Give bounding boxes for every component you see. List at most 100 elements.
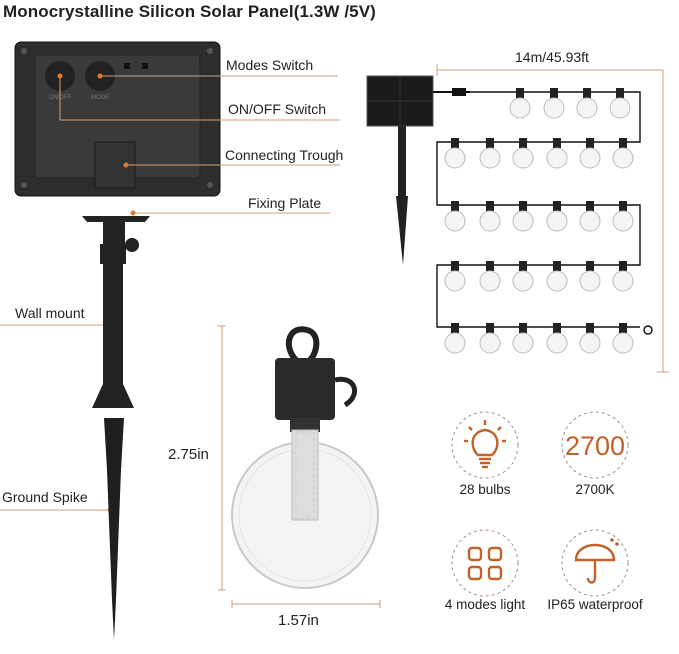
bulb-cap [619,138,627,148]
string-wire [436,91,653,335]
bulb-cap [616,88,624,98]
callout-on-off-switch: ON/OFF Switch [228,101,327,117]
bulb-cap [553,261,561,271]
bulb-globe [612,332,634,354]
bulb-globe [543,97,565,119]
bulb-globe [579,332,601,354]
string-bulb [579,201,601,232]
string-bulb [612,323,634,354]
callout-lines [0,75,340,511]
bulb-globe [612,147,634,169]
string-bulb [612,138,634,169]
string-bulb [509,88,531,119]
bulb-cap [516,88,524,98]
callout-ground-spike: Ground Spike [2,489,88,505]
string-bulb [479,201,501,232]
bulb-cap [553,201,561,211]
callout-connecting-trough: Connecting Trough [225,147,344,163]
bulb-cap [586,323,594,333]
string-bulb [612,261,634,292]
mode-button-label: MODE [91,95,109,101]
feature-circles [451,411,629,597]
bulb-globe [546,332,568,354]
bulb-cap [619,201,627,211]
bulb-cap [619,261,627,271]
feature-color-label: 2700K [575,482,615,497]
string-bulb [479,261,501,292]
bulb-cap [583,88,591,98]
bulb-globe [579,147,601,169]
bulb-globe [444,332,466,354]
ground-spike [104,418,124,640]
bulb-cap [451,201,459,211]
rain-drops-icon [610,538,619,546]
callout-modes-switch: Modes Switch [226,57,314,73]
string-bulb [609,88,631,119]
string-bulb [579,138,601,169]
string-bulbs [444,88,634,354]
feature-bulbs-label: 28 bulbs [459,482,511,497]
string-bulb [512,323,534,354]
string-bulb [444,261,466,292]
bulb-globe [444,270,466,292]
bulb-cap [553,323,561,333]
grid-modes-icon [467,546,503,581]
bulb-cap [451,323,459,333]
solar-panel-front [366,75,470,265]
solar-panel-back: ON/OFF MODE [14,41,221,197]
bulb-globe [479,332,501,354]
bulb-globe [479,147,501,169]
bulb-globe [612,270,634,292]
string-bulb [612,201,634,232]
bulb-cap [486,261,494,271]
string-bulb [479,323,501,354]
bulb-cap [519,201,527,211]
bulb-globe [444,147,466,169]
bulb-globe [512,332,534,354]
bulb-globe [479,270,501,292]
umbrella-icon [574,543,616,584]
page-title: Monocrystalline Silicon Solar Panel(1.3W… [3,2,376,21]
dimension-lines [218,64,669,608]
bulb-globe [612,210,634,232]
string-bulb [579,323,601,354]
string-bulb [576,88,598,119]
string-bulb [444,201,466,232]
bulb-globe [512,270,534,292]
feature-modes-label: 4 modes light [444,597,526,612]
callout-wall-mount: Wall mount [15,305,85,321]
string-length: 14m/45.93ft [515,49,589,65]
string-bulb [512,201,534,232]
bulb-cap [486,323,494,333]
bulb-cap [553,138,561,148]
string-bulb [479,138,501,169]
bulb-cap [519,323,527,333]
string-bulb [444,323,466,354]
bulb-cap [619,323,627,333]
bulb-cap [586,261,594,271]
bulb-globe [579,270,601,292]
bulb-width: 1.57in [278,612,319,629]
bulb-globe [444,210,466,232]
bulb-closeup [231,326,379,589]
bulb-cap [586,138,594,148]
bulb-cap [586,201,594,211]
bulb-globe [512,210,534,232]
bulb-cap [486,138,494,148]
string-bulb [546,201,568,232]
string-bulb [546,138,568,169]
bulb-cap [451,261,459,271]
feature-waterproof-label: IP65 waterproof [547,597,643,612]
bulb-cap [519,138,527,148]
bulb-globe [509,97,531,119]
bulb-globe [479,210,501,232]
callout-fixing-plate: Fixing Plate [248,195,322,211]
string-bulb [543,88,565,119]
bulb-globe [609,97,631,119]
bulb-cap [486,201,494,211]
bulb-globe [546,270,568,292]
bulb-globe [512,147,534,169]
wall-mount [82,216,150,408]
